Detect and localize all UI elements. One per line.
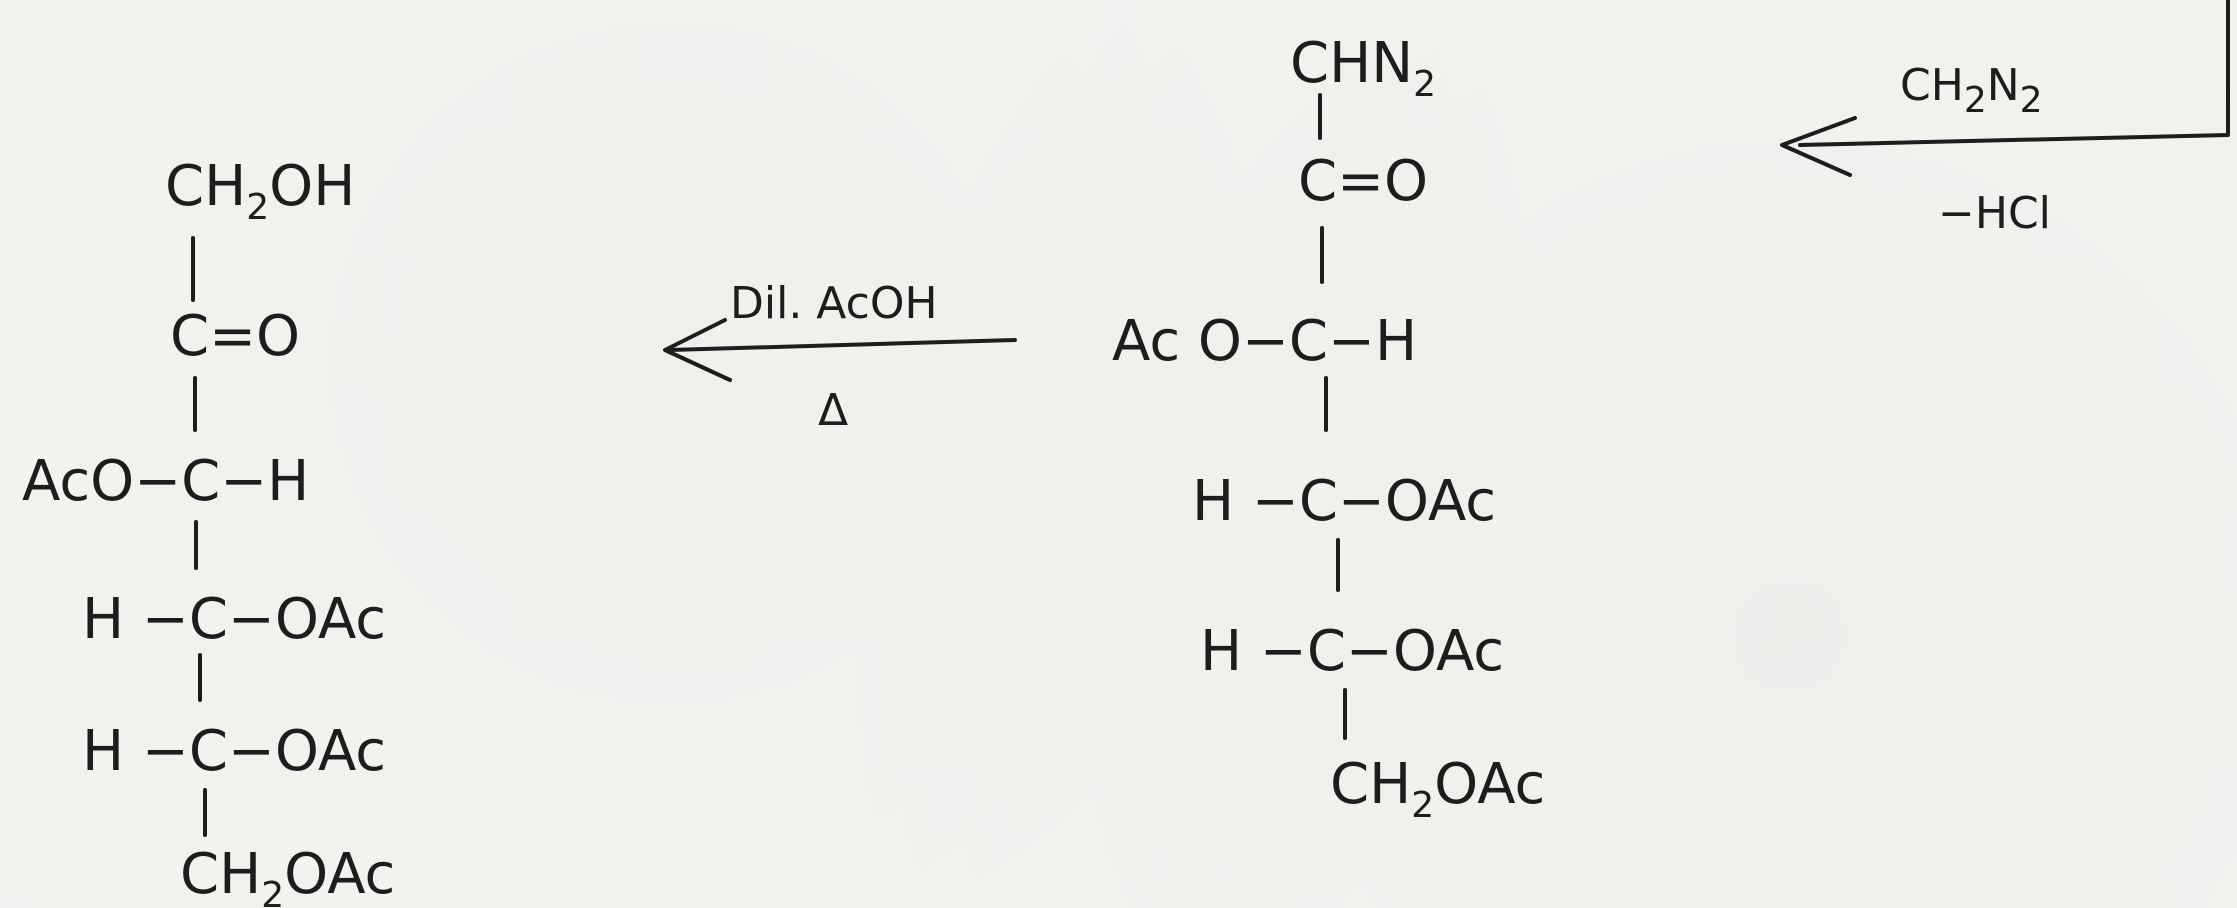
intermediate-structure: CHN2 C=O Ac O−C−H H −C−OAc H −C−OAc CH2O… <box>1112 31 1545 826</box>
product-c4: H −C−OAc <box>82 587 386 652</box>
arrow-1-shaft <box>668 338 1017 352</box>
product-ch2oh: CH2OH <box>165 154 355 228</box>
arrow-1-reagent: Dil. AcOH <box>730 278 938 329</box>
arrow-2-head <box>1780 116 1857 177</box>
intermediate-carbonyl: C=O <box>1298 149 1428 214</box>
product-structure: CH2OH C=O AcO−C−H H −C−OAc H −C−OAc CH2O… <box>22 154 395 908</box>
intermediate-ch2oac: CH2OAc <box>1330 752 1545 826</box>
arrow-1-head <box>663 318 732 382</box>
intermediate-c5: H −C−OAc <box>1200 619 1504 684</box>
arrow-1-condition: Δ <box>818 385 848 436</box>
product-carbonyl: C=O <box>170 304 300 369</box>
reaction-arrow-2: CH2N2 −HCl <box>1780 0 2230 239</box>
arrow-2-reagent: CH2N2 <box>1900 60 2043 121</box>
product-ch2oac: CH2OAc <box>180 842 395 908</box>
arrow-2-shaft <box>1798 0 2230 147</box>
product-c3: AcO−C−H <box>22 449 309 514</box>
intermediate-c3: Ac O−C−H <box>1112 309 1417 374</box>
intermediate-chn2: CHN2 <box>1290 31 1436 105</box>
arrow-2-condition: −HCl <box>1938 188 2051 239</box>
intermediate-c4: H −C−OAc <box>1192 469 1496 534</box>
reaction-arrow-1: Dil. AcOH Δ <box>663 278 1017 436</box>
product-c5: H −C−OAc <box>82 719 386 784</box>
